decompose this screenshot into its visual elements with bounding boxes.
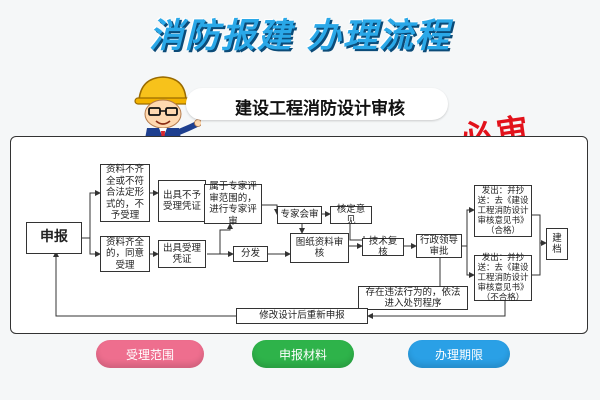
accept-cert-box: 出具受理凭证: [158, 240, 206, 268]
deadline-button[interactable]: 办理期限: [408, 340, 510, 368]
apply-box: 申报: [26, 222, 82, 254]
issue-pass-box: 发出：并抄送：去《建设工程消防设计审核意见书》（合格）: [474, 185, 532, 237]
distribute-box: 分发: [233, 246, 268, 262]
opinion-box: 核定意见: [330, 204, 372, 226]
expert-review-box: 专家会审: [277, 206, 322, 224]
reject-cert-box: 出具不予受理凭证: [158, 180, 206, 222]
subtitle-text: 建设工程消防设计审核: [235, 99, 405, 119]
drawing-review-box: 图纸资料审核: [290, 233, 349, 263]
archive-box: 建档: [546, 228, 568, 260]
issue-fail-box: 发出：并抄送：去《建设工程消防设计审核意见书》（不合格）: [474, 253, 532, 303]
resubmit-box: 修改设计后重新申报: [236, 308, 368, 324]
subtitle-banner: [186, 88, 448, 120]
violation-box: 存在违法行为的，依法进入处罚程序: [358, 286, 468, 310]
tech-review-box: 技术复核: [362, 236, 404, 258]
complete-box: 资料齐全的，同意受理: [100, 236, 150, 272]
materials-button[interactable]: 申报材料: [252, 340, 354, 368]
incomplete-box: 资料不齐全或不符合法定形式的，不予受理: [100, 164, 150, 222]
expert-scope-box: 属于专家评审范围的，进行专家评审: [204, 181, 262, 227]
page-title: 消防报建 办理流程: [149, 16, 451, 56]
admin-approval-box: 行政领导审批: [416, 234, 462, 258]
scope-button[interactable]: 受理范围: [96, 340, 204, 368]
